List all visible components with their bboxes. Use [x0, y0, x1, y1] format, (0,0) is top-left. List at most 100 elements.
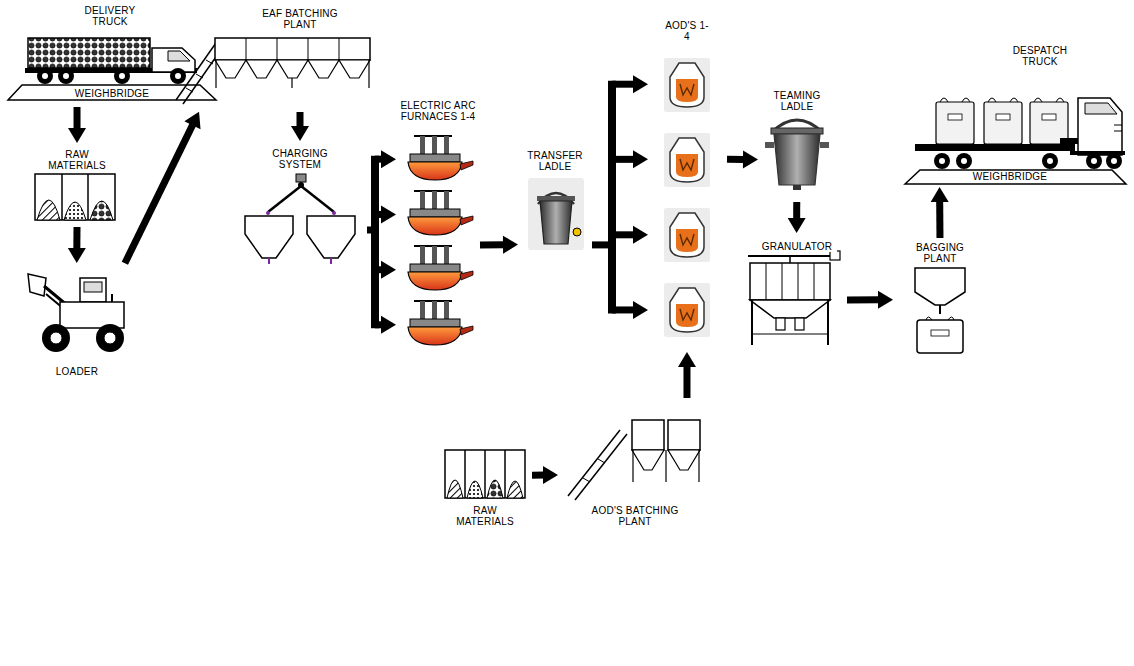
station-label: ELECTRIC ARC FURNACES 1-4: [399, 100, 477, 122]
raw-material-bins-part: [467, 481, 483, 498]
delivery-truck-part: [42, 73, 48, 79]
arrow-shaft: [727, 156, 744, 163]
arrow-shaft: [847, 296, 879, 303]
wheel-loader-part: [80, 278, 106, 302]
aod-batching-plant-part: [698, 450, 699, 482]
granulator-part: [748, 255, 830, 257]
flow-arrow: [68, 107, 86, 143]
process-station: TEAMING LADLE: [760, 89, 835, 200]
teeming-ladle-part: [774, 134, 820, 185]
despatch-truck-part: [1030, 102, 1068, 144]
station-label: TRANSFER LADLE: [522, 150, 588, 172]
eaf-batching-plant-part: [246, 60, 277, 78]
station-label: WEIGHBRIDGE: [67, 88, 157, 99]
arrow-head: [743, 150, 758, 168]
despatch-truck-part: [1085, 103, 1117, 114]
station-label: LOADER: [47, 366, 107, 377]
bagging-plant-part: [939, 305, 941, 314]
aod-converters-part: [664, 208, 710, 262]
delivery-truck-part: [37, 68, 53, 84]
despatch-truck-part: [1091, 158, 1097, 164]
arrow-head: [381, 316, 396, 334]
arrow-shaft: [125, 124, 193, 263]
charging-system-part: [301, 186, 334, 212]
aod-batching-plant-part: [632, 420, 664, 450]
arrow-head: [184, 112, 200, 129]
arrow-head: [543, 466, 558, 484]
delivery-truck-part: [168, 51, 190, 61]
station-label: DESPATCH TRUCK: [1005, 45, 1075, 67]
arrow-shaft: [793, 202, 800, 219]
charging-system-part: [330, 258, 332, 264]
teeming-ladle: [765, 120, 829, 190]
wheel-loader-part: [111, 294, 113, 302]
despatch-truck: [905, 98, 1126, 184]
raw-material-bins-part: [464, 450, 466, 498]
flow-arrow: [125, 112, 201, 263]
granulator-part: [750, 263, 830, 300]
teeming-ladle-part: [820, 142, 829, 148]
arrow-shaft: [371, 156, 379, 329]
process-station: CHARGING SYSTEM: [235, 143, 365, 268]
flow-arrow: [847, 291, 893, 309]
arrow-shaft: [608, 81, 616, 314]
granulator-part: [751, 300, 753, 345]
flow-arrow: [788, 202, 806, 233]
wheel-loader-part: [60, 302, 124, 328]
flow-arrow: [532, 466, 558, 484]
aod-converters-part: [664, 133, 710, 187]
eaf-batching-plant-part: [339, 38, 340, 60]
arrow-shaft: [74, 107, 81, 129]
eaf-batching-plant-part: [291, 78, 292, 88]
transfer-ladle-part: [537, 196, 575, 201]
eaf-batching-plant: [176, 38, 370, 104]
granulator-part: [766, 263, 767, 300]
despatch-truck-part: [984, 102, 1022, 144]
flow-arrow: [291, 112, 309, 141]
process-station: TRANSFER LADLE: [520, 149, 590, 260]
process-station: GRANULATOR: [735, 235, 845, 350]
arrow-head: [633, 226, 648, 244]
arrow-shaft: [73, 227, 80, 249]
station-label: GRANULATOR: [757, 241, 837, 252]
wheel-loader-part: [42, 324, 70, 352]
arrow-head: [381, 261, 396, 279]
charging-system-part: [245, 216, 293, 258]
electric-arc-furnaces: [408, 136, 473, 345]
aod-batching-plant-part: [668, 450, 700, 470]
teeming-ladle-part: [765, 142, 774, 148]
wheel-loader-part: [28, 274, 46, 296]
flow-arrow: [678, 352, 696, 398]
despatch-truck-part: [936, 102, 974, 144]
arrow-head: [381, 205, 396, 223]
wheel-loader-part: [96, 324, 124, 352]
delivery-truck-part: [114, 68, 130, 84]
despatch-truck-part: [1078, 98, 1122, 155]
granulator-part: [789, 256, 791, 263]
granulator-part: [752, 334, 828, 335]
despatch-truck-part: [915, 144, 1075, 151]
eaf-batching-plant-part: [176, 40, 218, 100]
wheel-loader: [28, 274, 124, 352]
despatch-truck-part: [940, 98, 1064, 102]
delivery-truck-part: [58, 68, 74, 84]
granulator-part: [798, 263, 799, 300]
eaf-batching-plant-part: [339, 60, 370, 78]
eaf-batching-plant-part: [206, 60, 213, 64]
eaf-batching-plant-part: [215, 60, 216, 88]
aod-batching-plant-part: [632, 450, 664, 470]
arrow-head: [878, 291, 893, 309]
charging-system-part: [268, 258, 270, 264]
aod-batching-plant-part: [668, 420, 700, 450]
despatch-truck-part: [1060, 138, 1078, 144]
arrow-shaft: [612, 306, 634, 313]
station-label: RAW MATERIALS: [453, 505, 517, 527]
arrow-head: [633, 150, 648, 168]
flow-arrow: [727, 150, 758, 168]
aod-converters-part: [664, 283, 710, 337]
arrow-shaft: [936, 201, 943, 238]
arrow-head: [633, 75, 648, 93]
aod-batching-plant-part: [632, 450, 633, 482]
raw-material-bins-part: [35, 174, 115, 220]
